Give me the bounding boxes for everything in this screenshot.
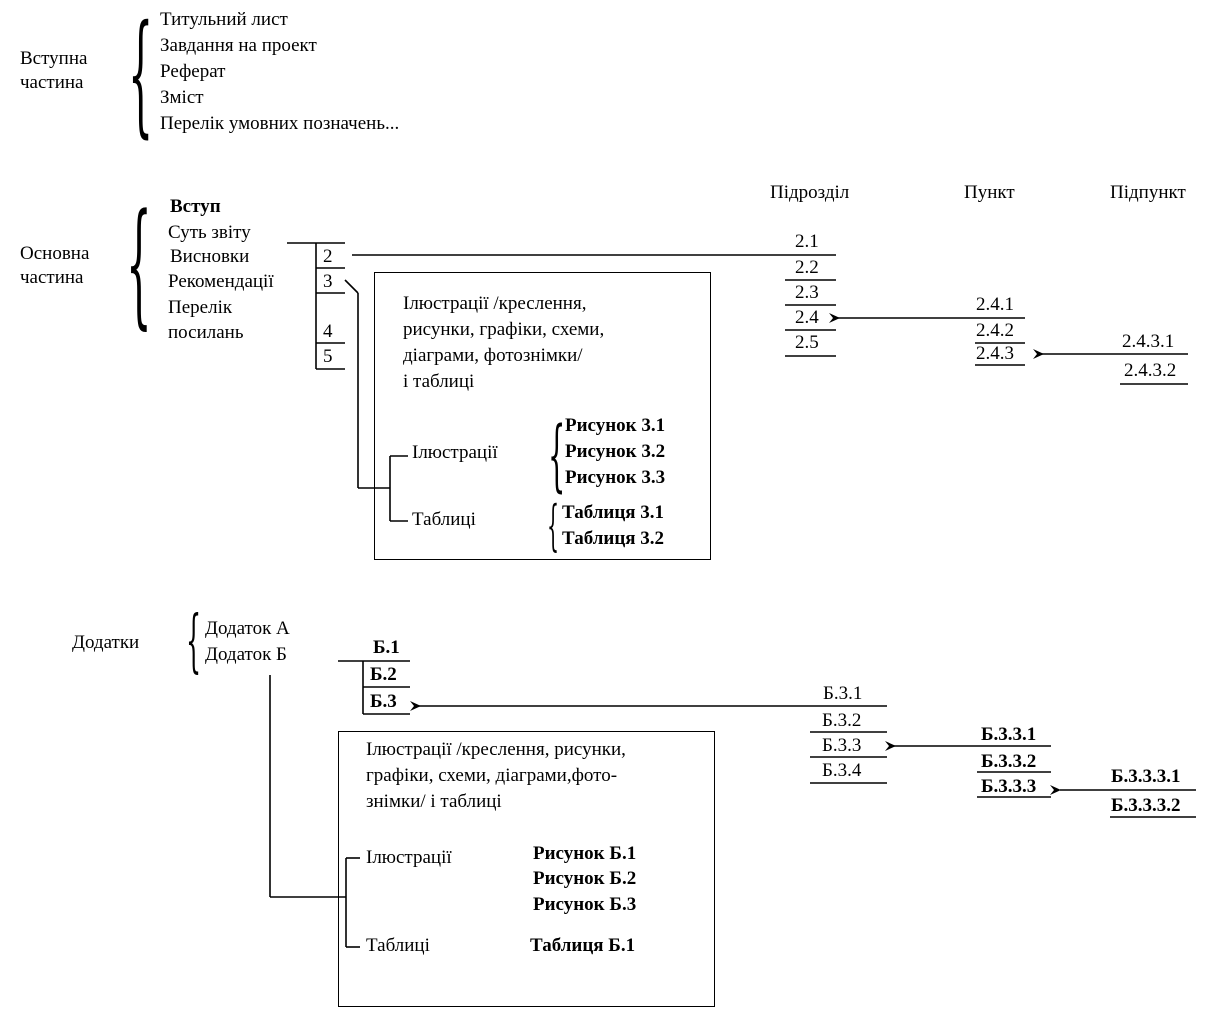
brace-icon: { [128, 0, 154, 151]
appendix-section-number: Б.3 [370, 691, 397, 712]
intro-item: Зміст [160, 87, 204, 108]
table-item: Таблиця 3.1 [562, 502, 665, 523]
connector-line [344, 279, 359, 294]
arrow-icon [1050, 785, 1061, 795]
appendix-tables-label: Таблиці [366, 935, 430, 956]
appendix-section-number: Б.1 [373, 637, 400, 658]
column-header-subpoint: Підпункт [1110, 182, 1186, 203]
arrow-icon [1033, 349, 1044, 359]
main-label-line2: частина [20, 267, 84, 288]
intro-item: Завдання на проект [160, 35, 317, 56]
column-header-point: Пункт [964, 182, 1015, 203]
main-item: Суть звіту [168, 222, 251, 243]
illustrations-label: Ілюстрації [412, 442, 498, 463]
appendix-box-title-line: Ілюстрації /креслення, рисунки, [366, 739, 626, 760]
point-number: 2.4.3 [976, 343, 1014, 364]
appendix-subpoint-number: Б.3.3.3.2 [1111, 795, 1181, 816]
subpoint-number: 2.4.3.2 [1124, 360, 1177, 381]
intro-item: Титульний лист [160, 9, 288, 30]
appendix-point-number: Б.3.3.1 [981, 724, 1037, 745]
table-item: Таблиця 3.2 [562, 528, 665, 549]
figure-item: Рисунок 3.3 [565, 467, 666, 488]
appendix-figure-item: Рисунок Б.2 [533, 868, 637, 889]
section-number: 2 [323, 246, 333, 267]
main-item: Перелік [168, 297, 233, 318]
appendix-subsection-number: Б.3.2 [822, 710, 862, 731]
section-number: 5 [323, 346, 333, 367]
appendix-point-number: Б.3.3.3 [981, 776, 1037, 797]
subsection-number: 2.4 [795, 307, 819, 328]
box-title-line: діаграми, фотознімки/ [403, 345, 583, 366]
arrow-icon [885, 741, 896, 751]
subsection-number: 2.1 [795, 231, 819, 252]
main-item: Висновки [170, 246, 250, 267]
brace-icon: { [126, 185, 152, 342]
box-title-line: і таблиці [403, 371, 475, 392]
figure-item: Рисунок 3.2 [565, 441, 666, 462]
appendix-box-title-line: знімки/ і таблиці [366, 791, 502, 812]
point-number: 2.4.2 [976, 320, 1014, 341]
arrow-icon [829, 313, 840, 323]
appendix-subsection-number: Б.3.1 [823, 683, 863, 704]
main-label-line1: Основна [20, 243, 90, 264]
appendix-box-title-line: графіки, схеми, діаграми,фото- [366, 765, 618, 786]
intro-label-line1: Вступна [20, 48, 88, 69]
figure-item: Рисунок 3.1 [565, 415, 666, 436]
subsection-number: 2.5 [795, 332, 819, 353]
box-title-line: Ілюстрації /креслення, [403, 293, 587, 314]
intro-item: Перелік умовних позначень... [160, 113, 400, 134]
section-number: 4 [323, 321, 333, 342]
main-item: Вступ [170, 196, 221, 217]
brace-icon: { [186, 602, 202, 681]
illustrations-box [374, 272, 711, 560]
appendix-label: Додатки [72, 632, 140, 653]
appendix-item: Додаток А [205, 618, 290, 639]
appendix-figure-item: Рисунок Б.1 [533, 843, 637, 864]
main-item: Рекомендації [168, 271, 274, 292]
point-number: 2.4.1 [976, 294, 1014, 315]
intro-item: Реферат [160, 61, 226, 82]
appendix-point-number: Б.3.3.2 [981, 751, 1037, 772]
appendix-table-item: Таблиця Б.1 [530, 935, 636, 956]
appendix-figure-item: Рисунок Б.3 [533, 894, 637, 915]
appendix-subsection-number: Б.3.3 [822, 735, 862, 756]
main-item: посилань [168, 322, 244, 343]
subsection-number: 2.2 [795, 257, 819, 278]
appendix-subpoint-number: Б.3.3.3.1 [1111, 766, 1181, 787]
appendix-subsection-number: Б.3.4 [822, 760, 862, 781]
appendix-illustrations-label: Ілюстрації [366, 847, 452, 868]
brace-icon: { [548, 411, 566, 501]
appendix-illustrations-box [338, 731, 715, 1007]
subsection-number: 2.3 [795, 282, 819, 303]
tables-label: Таблиці [412, 509, 476, 530]
brace-icon: { [547, 494, 560, 557]
arrow-icon [410, 701, 421, 711]
subpoint-number: 2.4.3.1 [1122, 331, 1175, 352]
intro-label-line2: частина [20, 72, 84, 93]
column-header-subsection: Підрозділ [770, 182, 850, 203]
appendix-section-number: Б.2 [370, 664, 397, 685]
appendix-item: Додаток Б [205, 644, 287, 665]
section-number: 3 [323, 271, 333, 292]
box-title-line: рисунки, графіки, схеми, [403, 319, 605, 340]
